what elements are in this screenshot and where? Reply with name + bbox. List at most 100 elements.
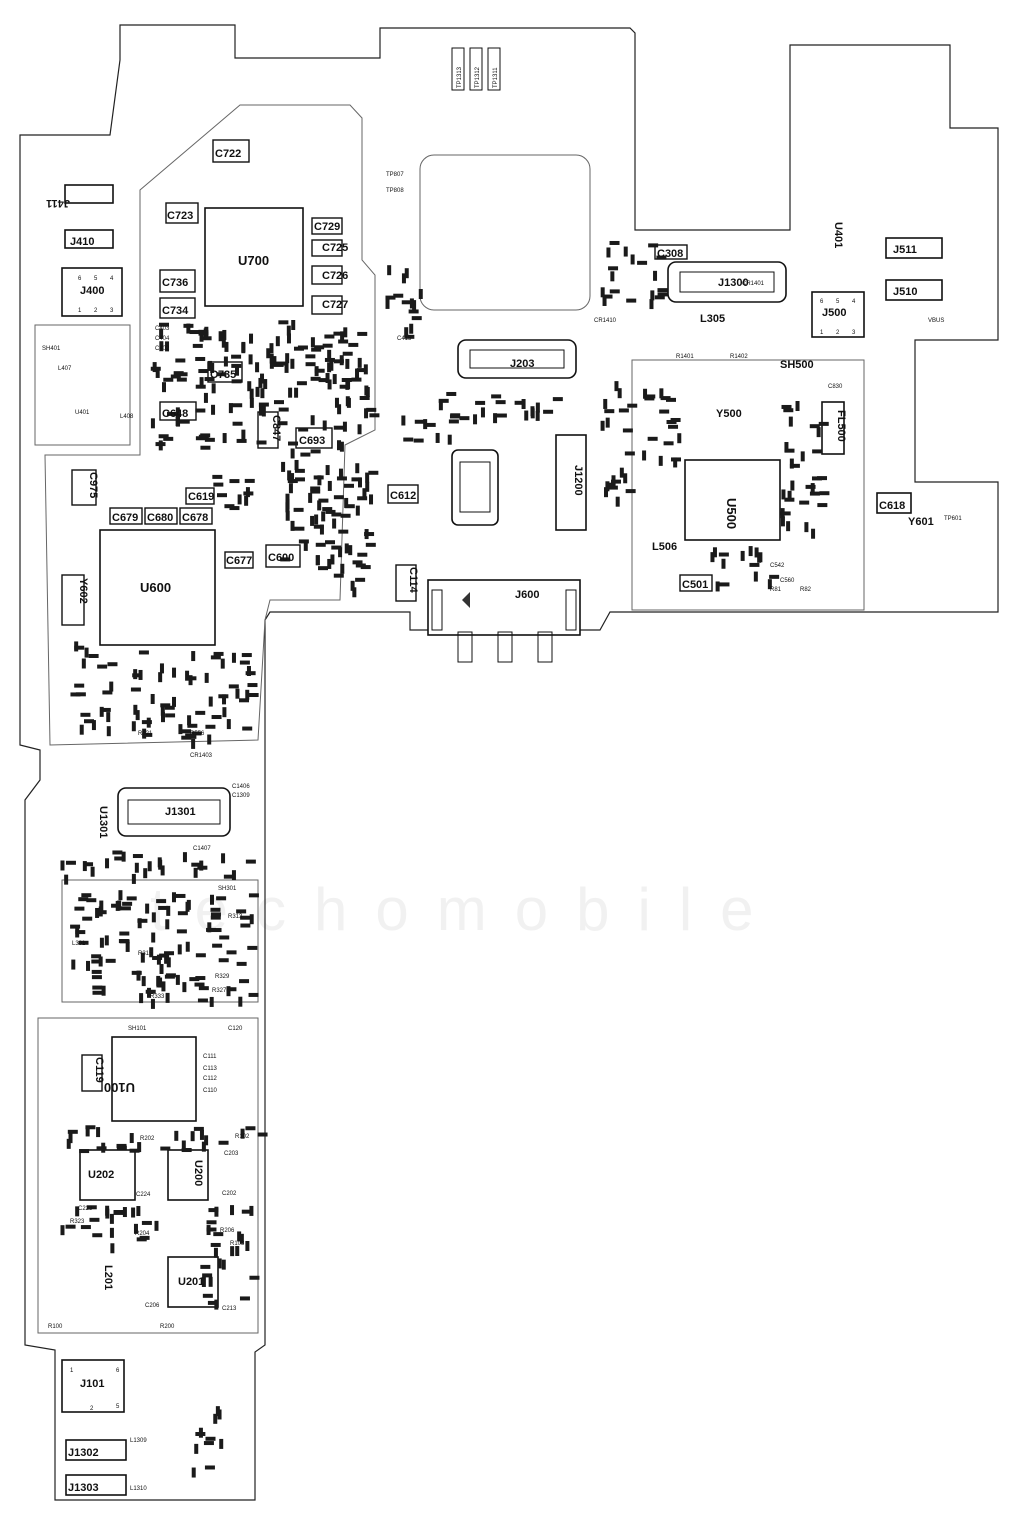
smd-pad — [789, 463, 800, 468]
smd-pad — [496, 413, 507, 418]
small-label-c120: C120 — [228, 1026, 243, 1032]
smd-pad — [86, 1205, 97, 1210]
smd-pad — [186, 323, 191, 334]
smd-pad — [130, 687, 141, 692]
smd-pad — [809, 424, 820, 429]
smd-pad — [164, 951, 175, 956]
smd-pad — [630, 254, 635, 265]
small-label-c560: C560 — [780, 578, 795, 584]
smd-pad — [366, 407, 377, 412]
smd-pad — [339, 355, 344, 366]
smd-pad — [178, 724, 183, 735]
smd-pad — [160, 1146, 171, 1151]
smd-pad — [625, 489, 636, 494]
test-points-top: TP1313 TP1312 TP1311 — [451, 47, 501, 91]
small-label-c403: C403 — [155, 326, 170, 332]
smd-pad — [605, 482, 616, 487]
smd-pad — [310, 415, 315, 426]
smd-pad — [89, 1217, 100, 1222]
smd-pad — [369, 413, 380, 418]
small-label-c202: C202 — [222, 1191, 237, 1197]
smd-pad — [245, 689, 250, 700]
smd-pad — [158, 434, 169, 439]
pin-j500-4: 4 — [852, 299, 856, 305]
smd-pad — [817, 503, 828, 508]
smd-pad — [226, 987, 237, 992]
smd-pad — [198, 369, 209, 374]
smd-pad — [480, 407, 485, 418]
smd-pad — [804, 522, 809, 533]
smd-pad — [192, 343, 203, 348]
smd-pad — [231, 652, 236, 663]
smd-pad — [113, 1210, 124, 1215]
smd-pad — [609, 240, 620, 245]
smd-pad — [278, 320, 289, 325]
smd-pad — [352, 587, 357, 598]
smd-pad — [359, 395, 370, 400]
smd-pad — [310, 486, 321, 491]
smd-pad — [668, 424, 679, 429]
smd-pad — [248, 354, 253, 365]
smd-pad — [201, 1276, 206, 1287]
smd-pad — [248, 893, 259, 898]
smd-pad — [137, 918, 148, 923]
small-label-r1402: R1402 — [730, 354, 748, 360]
smd-pad — [339, 384, 350, 389]
component-label-tp601: TP601 — [944, 516, 962, 522]
smd-pad — [241, 653, 252, 658]
smd-pad — [216, 372, 227, 377]
smd-pad — [202, 1293, 213, 1298]
smd-pad — [219, 935, 230, 940]
smd-pad — [91, 954, 102, 959]
smd-pad — [311, 347, 322, 352]
smd-pad — [438, 400, 443, 411]
small-label-c1407: C1407 — [193, 846, 211, 852]
smd-pad — [740, 550, 745, 561]
smd-pad — [677, 433, 682, 444]
smd-pad — [300, 452, 311, 457]
smd-pad — [177, 372, 188, 377]
smd-pad — [322, 507, 333, 512]
smd-pad — [404, 334, 415, 339]
smd-pad — [191, 651, 196, 662]
smd-pad — [294, 526, 305, 531]
component-label-j1300: J1300 — [718, 277, 749, 289]
smd-pad — [623, 473, 628, 484]
component-labels: U700U600U500U100U202U201U200J600J203J130… — [46, 148, 962, 1494]
smd-pad — [319, 524, 324, 535]
smd-pad — [610, 271, 615, 282]
component-label-c729: C729 — [314, 221, 340, 233]
smd-pad — [290, 520, 295, 531]
smd-pad — [133, 1223, 138, 1234]
smd-pad — [160, 712, 165, 723]
smd-pad — [125, 941, 130, 952]
smd-pad — [100, 707, 111, 712]
smd-pad — [185, 733, 196, 738]
ic-j1303 — [65, 1474, 127, 1496]
smd-pad — [241, 1209, 252, 1214]
smd-pad — [139, 993, 144, 1004]
smd-pad — [239, 1233, 244, 1244]
smd-pad — [338, 547, 343, 558]
shield-sh500 — [631, 359, 865, 611]
smd-pad — [411, 316, 422, 321]
component-label-c501: C501 — [682, 579, 708, 591]
smd-pad — [789, 458, 794, 469]
smd-pad — [158, 859, 163, 870]
component-label-c847: C847 — [270, 415, 282, 441]
smd-pad — [303, 540, 308, 551]
smd-pad — [287, 470, 292, 481]
smd-pad — [657, 292, 668, 297]
smd-pad — [158, 322, 169, 327]
smd-pad — [294, 477, 305, 482]
smd-pad — [208, 696, 213, 707]
smd-pad — [325, 372, 330, 383]
component-label-j101: J101 — [80, 1378, 104, 1390]
smd-pad — [193, 867, 198, 878]
small-label-c223: C223 — [78, 1206, 93, 1212]
smd-pad — [447, 434, 452, 445]
smd-pad — [780, 511, 791, 516]
smd-pad — [627, 403, 638, 408]
pin-j400-5: 5 — [94, 276, 98, 282]
